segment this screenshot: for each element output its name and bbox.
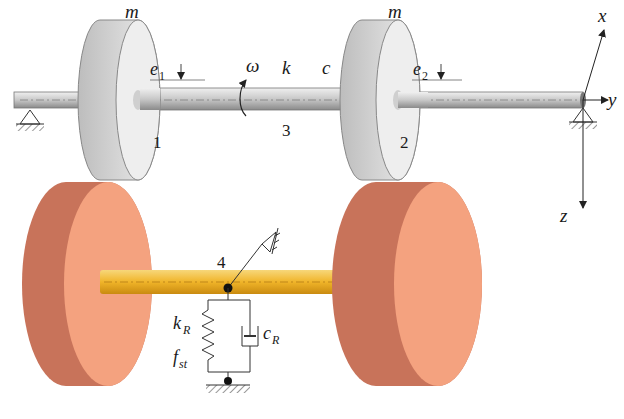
mass-symbol: m [125, 2, 139, 21]
damper-symbol: c [263, 324, 271, 342]
callout-number: 1 [153, 134, 162, 151]
callout-number: 3 [282, 122, 291, 139]
subscript: R [272, 334, 279, 346]
callout-number: 4 [217, 254, 226, 271]
axis-label: x [598, 6, 606, 25]
axis-label: z [560, 206, 567, 225]
damping-symbol: c [322, 58, 330, 77]
eccentricity-symbol: e [413, 60, 421, 78]
spring-symbol: k [173, 314, 181, 332]
subscript: 2 [422, 70, 428, 82]
mass-symbol: m [388, 2, 402, 21]
callout-number: 2 [400, 134, 409, 151]
subscript: st [179, 358, 187, 370]
subscript: 1 [159, 70, 165, 82]
stiffness-symbol: k [282, 58, 290, 77]
subscript: R [183, 324, 190, 336]
axis-label: y [608, 90, 616, 109]
eccentricity-symbol: e [150, 60, 158, 78]
force-symbol: f [173, 348, 178, 366]
rotation-symbol: ω [246, 56, 259, 75]
